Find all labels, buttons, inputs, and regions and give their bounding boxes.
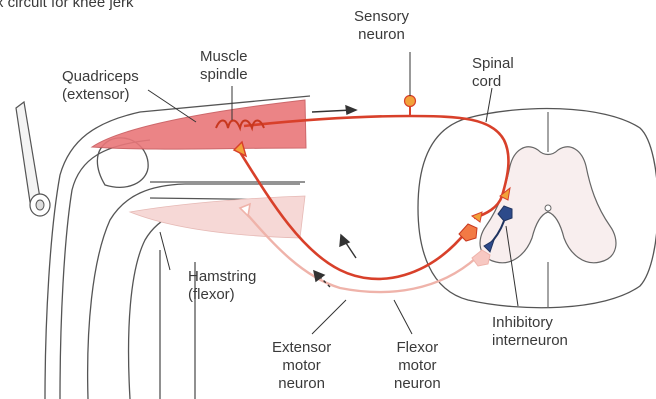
hamstring-muscle: [130, 196, 305, 238]
spinal-cord-label: Spinal cord: [472, 55, 514, 91]
reflex-hammer: [16, 102, 50, 216]
spinal-cord-section: [418, 109, 656, 308]
quadriceps-muscle: [92, 100, 306, 149]
hamstring-label: Hamstring (flexor): [188, 268, 256, 304]
flexor-motor-neuron-label: Flexor motor neuron: [394, 339, 441, 393]
sensory-neuron-cell-body: [405, 96, 416, 107]
muscle-spindle-label: Muscle spindle: [200, 48, 248, 84]
extensor-motor-neuron-label: Extensor motor neuron: [272, 339, 331, 393]
direction-arrows: [312, 106, 356, 287]
inhibitory-interneuron-label: Inhibitory interneuron: [492, 314, 568, 350]
sensory-neuron-label: Sensory neuron: [354, 8, 409, 44]
quadriceps-label: Quadriceps (extensor): [62, 68, 139, 104]
